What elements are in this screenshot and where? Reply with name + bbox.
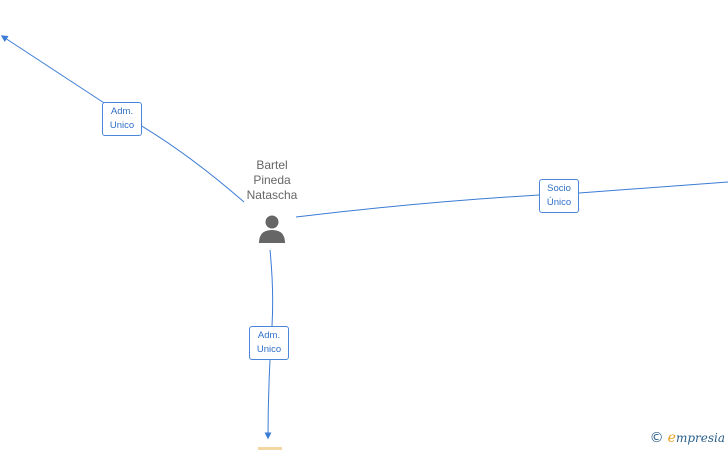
edge-label-line: Único <box>546 197 572 208</box>
edge-label-line: Unico <box>256 344 282 355</box>
offscreen-node-stub <box>258 447 282 450</box>
edge-line-socio-unico <box>295 181 728 218</box>
edge-label-line: Socio <box>547 183 571 194</box>
edge-label-adm-unico-top[interactable]: Adm. Unico <box>102 102 142 136</box>
edge-label-line: Adm. <box>110 106 134 117</box>
person-name-line-2: Pineda <box>253 173 291 187</box>
person-icon[interactable] <box>257 213 287 243</box>
copyright-icon: © <box>649 430 664 446</box>
edge-label-socio-unico[interactable]: Socio Único <box>539 179 579 213</box>
edge-label-line: Adm. <box>257 330 281 341</box>
person-name-line-3: Natascha <box>246 188 298 202</box>
edge-label-adm-unico-bottom[interactable]: Adm. Unico <box>249 326 289 360</box>
edge-label-line: Unico <box>109 120 135 131</box>
empresia-watermark: ©empresia <box>650 430 725 446</box>
person-name[interactable]: Bartel Pineda Natascha <box>232 158 312 203</box>
person-name-line-1: Bartel <box>256 158 288 172</box>
brand-initial: e <box>667 430 676 446</box>
brand-name: mpresia <box>675 431 725 445</box>
